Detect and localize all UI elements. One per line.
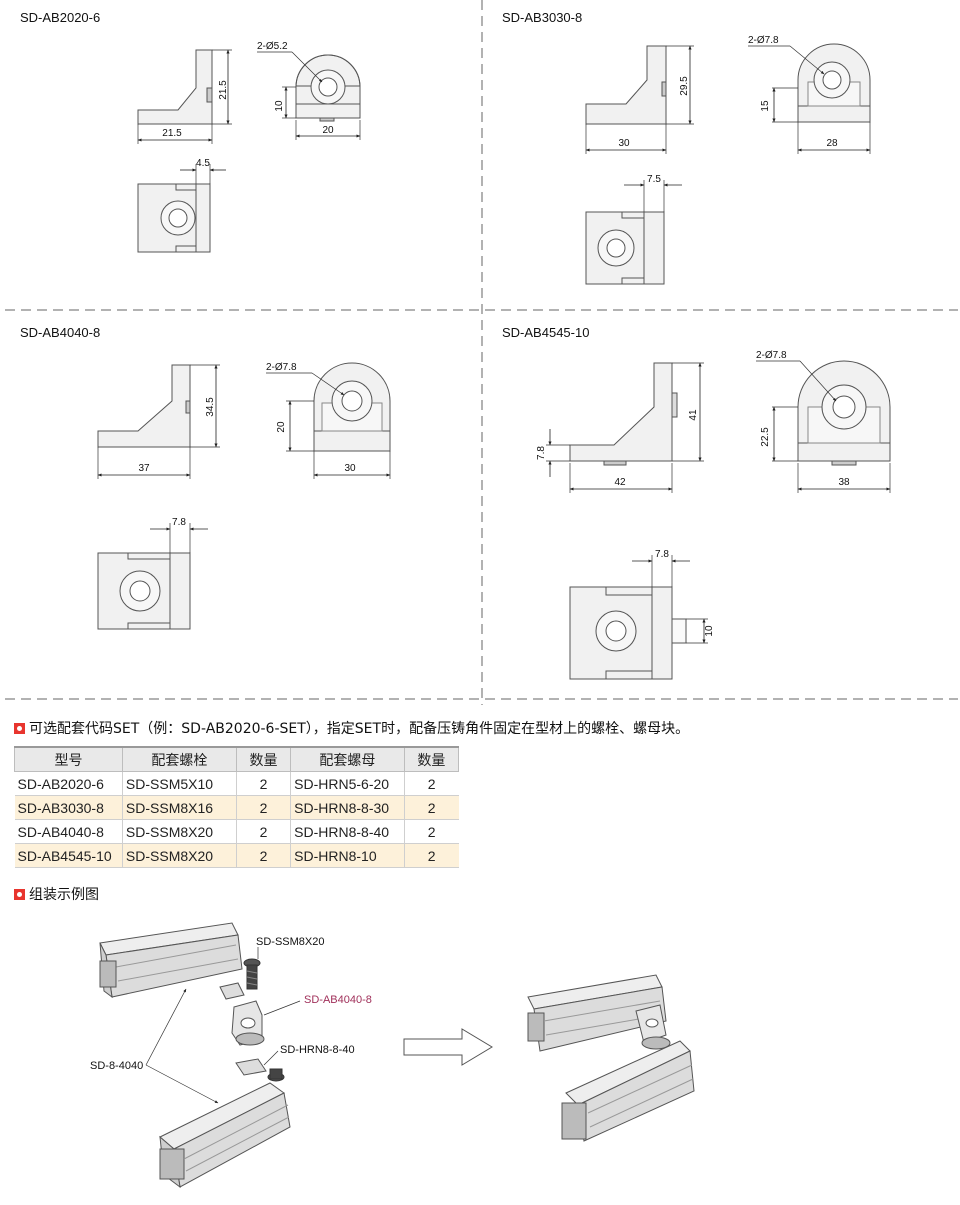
label-profile: SD-8-4040 xyxy=(90,1060,143,1072)
col-model: 型号 xyxy=(14,746,123,772)
table-row: SD-AB4545-10 SD-SSM8X20 2 SD-HRN8-10 2 xyxy=(14,843,459,868)
dim-h2-ab2020: 10 xyxy=(274,100,285,112)
top-view-ab4040 xyxy=(97,552,191,630)
table-header-row: 型号 配套螺栓 数量 配套螺母 数量 xyxy=(14,746,460,772)
quadrant-title-ab2020: SD-AB2020-6 xyxy=(20,10,101,25)
cell-nut-qty: 2 xyxy=(403,771,459,796)
hole-label-ab3030: 2-Ø7.8 xyxy=(748,35,779,46)
front-view-ab4545 xyxy=(797,360,891,466)
bolt-icon-bottom xyxy=(267,1068,285,1082)
cell-nut-qty: 2 xyxy=(403,843,459,868)
label-bolt: SD-SSM8X20 xyxy=(256,936,324,948)
assembly-illustration: SD-SSM8X20 SD-AB4040-8 SD-HRN8-8-40 SD-8… xyxy=(90,922,695,1189)
nut-block-top xyxy=(219,982,245,1000)
cell-bolt: SD-SSM8X20 xyxy=(121,843,237,868)
cell-model: SD-AB3030-8 xyxy=(14,795,123,820)
dim-h3-ab4545: 7.8 xyxy=(536,446,547,460)
arrow-right-icon xyxy=(403,1028,493,1066)
cell-nut-qty: 2 xyxy=(403,795,459,820)
dim-w1-ab3030: 30 xyxy=(618,138,630,149)
dim-t-ab4040: 7.8 xyxy=(172,517,186,528)
cell-bolt-qty: 2 xyxy=(235,795,291,820)
dim-t-ab4545: 7.8 xyxy=(655,549,669,560)
cell-nut-qty: 2 xyxy=(403,819,459,844)
dim-h1-ab3030: 29.5 xyxy=(679,76,690,96)
dim-w1-ab4040: 37 xyxy=(138,463,150,474)
dim-h1-ab2020: 21.5 xyxy=(218,80,229,100)
side-view-ab3030 xyxy=(585,45,667,125)
front-view-ab2020 xyxy=(295,54,361,122)
table-row: SD-AB4040-8 SD-SSM8X20 2 SD-HRN8-8-40 2 xyxy=(14,819,459,844)
dim-h2-ab4040: 20 xyxy=(276,421,287,433)
cell-nut: SD-HRN8-10 xyxy=(290,843,405,868)
drawing-ab3030: 29.5 30 15 28 2-Ø7.8 7.5 xyxy=(585,35,871,285)
dim-side-ab4545: 10 xyxy=(704,625,715,637)
nut-block-bottom xyxy=(235,1058,267,1076)
cell-bolt-qty: 2 xyxy=(235,843,291,868)
dim-t-ab2020: 4.5 xyxy=(196,158,210,169)
cell-bolt-qty: 2 xyxy=(235,819,291,844)
cell-bolt: SD-SSM8X20 xyxy=(121,819,237,844)
cell-model: SD-AB4040-8 xyxy=(14,819,123,844)
grid-dividers xyxy=(5,0,958,705)
profile-bottom-exploded xyxy=(159,1082,291,1189)
cell-nut: SD-HRN8-8-30 xyxy=(290,795,405,820)
side-view-ab4040 xyxy=(97,364,191,448)
dim-h1-ab4545: 41 xyxy=(688,409,699,421)
cell-bolt: SD-SSM5X10 xyxy=(121,771,237,796)
cell-model: SD-AB2020-6 xyxy=(14,771,123,796)
side-view-ab2020 xyxy=(137,49,213,125)
col-bolt: 配套螺栓 xyxy=(121,746,237,772)
table-row: SD-AB2020-6 SD-SSM5X10 2 SD-HRN5-6-20 2 xyxy=(14,771,459,796)
hole-label-ab4040: 2-Ø7.8 xyxy=(266,362,297,373)
dim-h1-ab4040: 34.5 xyxy=(205,397,216,417)
spec-table: 型号 配套螺栓 数量 配套螺母 数量 SD-AB2020-6 SD-SSM5X1… xyxy=(14,746,460,868)
cell-nut: SD-HRN8-8-40 xyxy=(290,819,405,844)
front-view-ab3030 xyxy=(797,43,871,123)
dim-w2-ab2020: 20 xyxy=(322,125,334,136)
col-nut: 配套螺母 xyxy=(290,746,405,772)
label-nut: SD-HRN8-8-40 xyxy=(280,1044,355,1056)
assembly-title-text: 组装示例图 xyxy=(29,887,99,903)
hole-label-ab4545: 2-Ø7.8 xyxy=(756,350,787,361)
profile-top-exploded xyxy=(99,922,243,999)
bracket-exploded xyxy=(231,1000,265,1046)
drawing-ab4545: 41 7.8 42 22.5 38 2-Ø7.8 7.8 10 xyxy=(536,350,891,680)
bullet-icon xyxy=(14,722,25,734)
dim-w2-ab3030: 28 xyxy=(826,138,838,149)
col-bolt-qty: 数量 xyxy=(235,746,292,772)
set-note: 可选配套代码SET（例：SD-AB2020-6-SET），指定SET时，配备压铸… xyxy=(14,718,689,738)
set-note-text: 可选配套代码SET（例：SD-AB2020-6-SET），指定SET时，配备压铸… xyxy=(29,721,690,737)
dim-h2-ab3030: 15 xyxy=(760,100,771,112)
dim-w1-ab4545: 42 xyxy=(614,477,626,488)
drawing-ab2020: 21.5 21.5 10 20 2-Ø5.2 4.5 xyxy=(137,41,361,253)
label-bracket: SD-AB4040-8 xyxy=(304,994,372,1006)
bolt-icon-top xyxy=(243,958,261,990)
quadrant-title-ab4040: SD-AB4040-8 xyxy=(20,325,101,340)
cell-nut: SD-HRN5-6-20 xyxy=(290,771,405,796)
drawing-ab4040: 34.5 37 20 30 2-Ø7.8 7.8 xyxy=(97,362,391,630)
dim-w2-ab4040: 30 xyxy=(344,463,356,474)
top-view-ab3030 xyxy=(585,211,665,285)
hole-label-ab2020: 2-Ø5.2 xyxy=(257,41,288,52)
cell-bolt: SD-SSM8X16 xyxy=(121,795,237,820)
dim-h2-ab4545: 22.5 xyxy=(760,427,771,447)
dim-t-ab3030: 7.5 xyxy=(647,174,661,185)
top-view-ab4545 xyxy=(569,586,687,680)
quadrant-title-ab4545: SD-AB4545-10 xyxy=(502,325,590,340)
col-nut-qty: 数量 xyxy=(403,746,460,772)
top-view-ab2020 xyxy=(137,183,211,253)
side-view-ab4545 xyxy=(569,362,678,466)
bullet-icon xyxy=(14,888,25,900)
assembled-view xyxy=(527,974,695,1142)
dim-w1-ab2020: 21.5 xyxy=(162,128,182,139)
cell-model: SD-AB4545-10 xyxy=(14,843,123,868)
table-row: SD-AB3030-8 SD-SSM8X16 2 SD-HRN8-8-30 2 xyxy=(14,795,459,820)
quadrant-title-ab3030: SD-AB3030-8 xyxy=(502,10,583,25)
dim-w2-ab4545: 38 xyxy=(838,477,850,488)
assembly-section-title: 组装示例图 xyxy=(14,884,99,904)
front-view-ab4040 xyxy=(313,362,391,452)
cell-bolt-qty: 2 xyxy=(235,771,291,796)
